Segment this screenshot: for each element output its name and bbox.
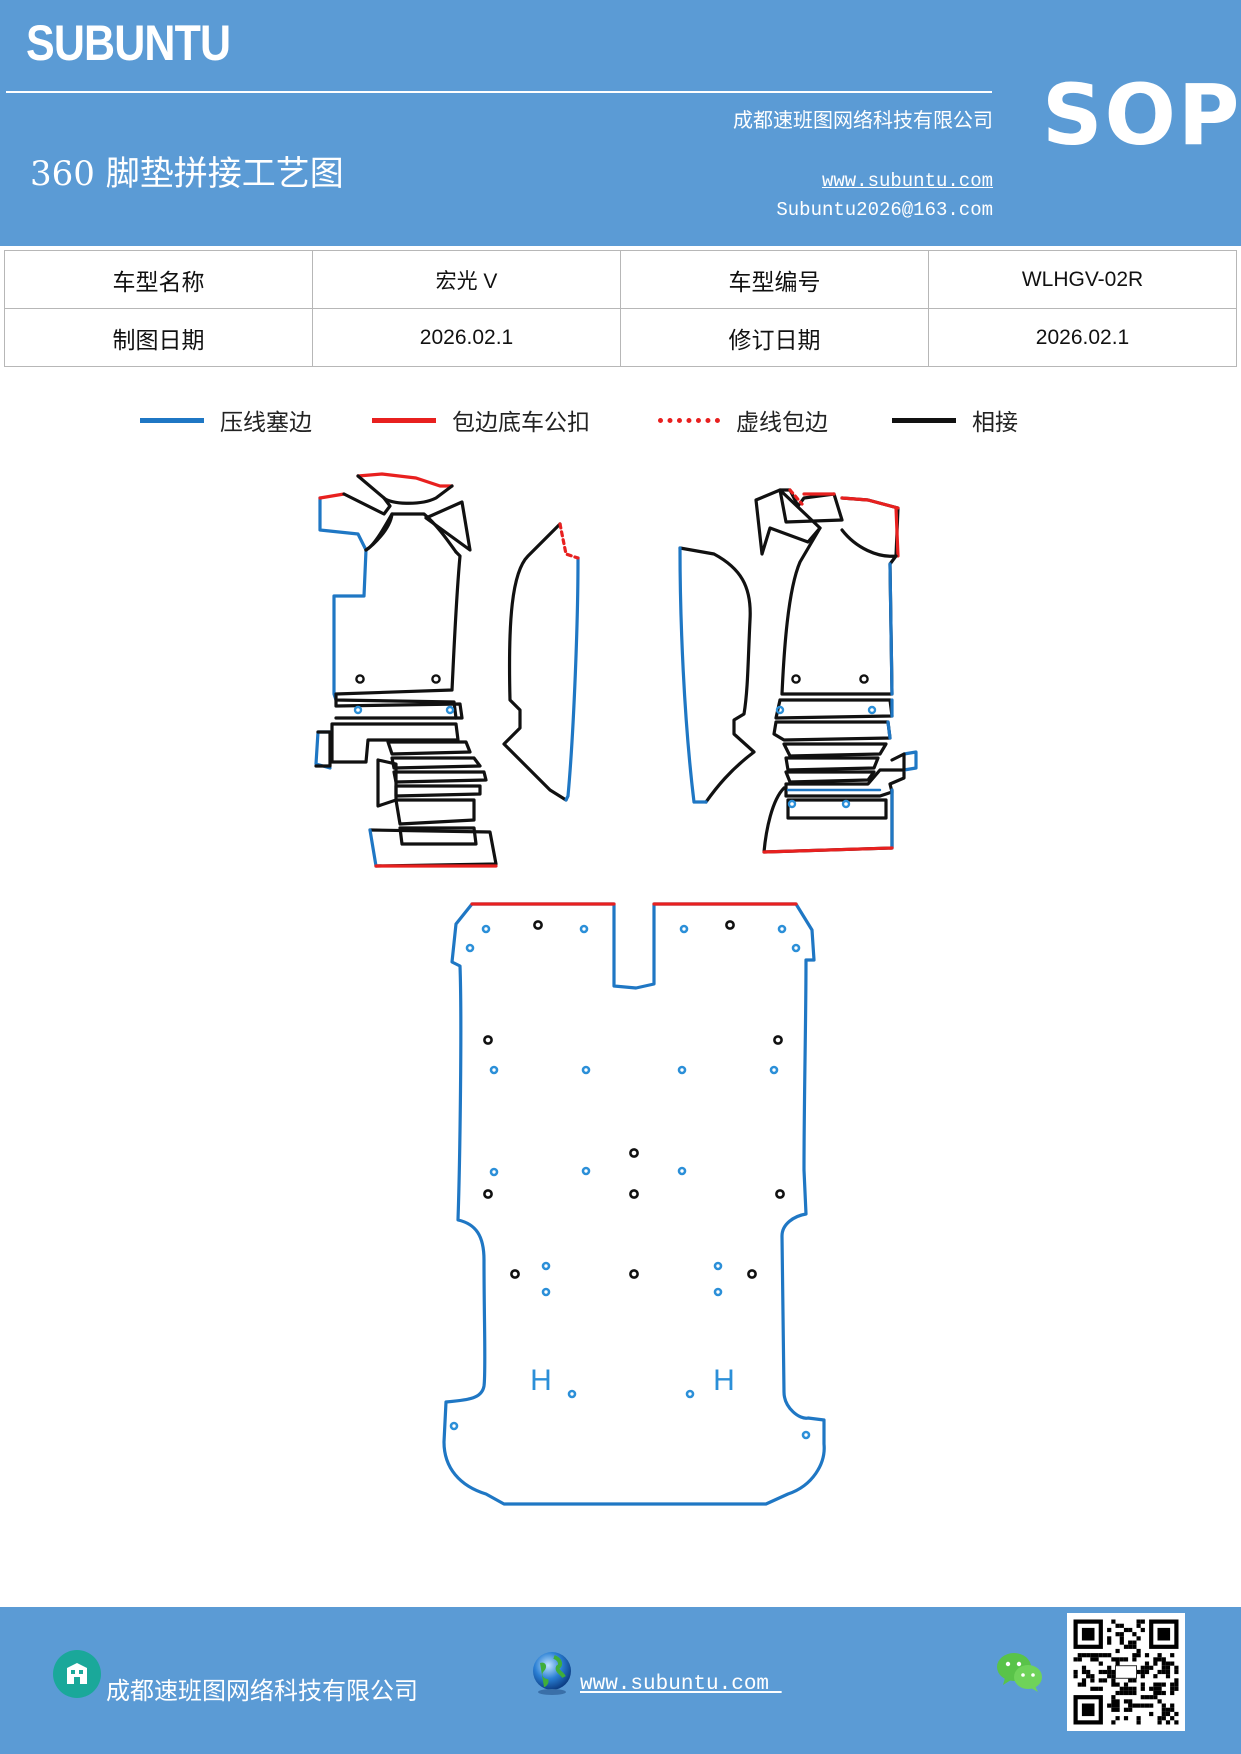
legend-item: 压线塞边 (140, 400, 312, 440)
page-title: 360 脚垫拼接工艺图 (30, 154, 344, 194)
legend-item: 包边底车公扣 (372, 400, 590, 440)
left-mat-red-top2 (356, 472, 454, 488)
legend-swatch (892, 417, 956, 423)
globe-icon (528, 1649, 576, 1697)
qr-code (1067, 1613, 1185, 1731)
sop-badge: SOP (1042, 66, 1241, 164)
header-company-name: 成都速班图网络科技有限公司 (733, 108, 993, 132)
left-mat-seam (342, 474, 392, 516)
legend-label: 包边底车公扣 (452, 410, 590, 436)
info-value-cell: 宏光 V (312, 250, 621, 309)
info-label-cell: 修订日期 (620, 308, 929, 367)
rear-floor-mat (442, 902, 826, 1506)
legend-label: 相接 (972, 410, 1018, 436)
legend-swatch (372, 417, 436, 423)
footer-website-link[interactable]: www.subuntu.com (580, 1673, 782, 1696)
footer-company-name: 成都速班图网络科技有限公司 (106, 1677, 418, 1705)
rear-mat-outline (442, 902, 826, 1506)
legend-label: 虚线包边 (736, 410, 828, 436)
header-banner: SUBUNTU 成都速班图网络科技有限公司 360 脚垫拼接工艺图 www.su… (0, 0, 1241, 246)
footer-banner: 成都速班图网络科技有限公司 www.subuntu.com (0, 1607, 1241, 1754)
header-website-link[interactable]: www.subuntu.com (821, 170, 993, 192)
h-mark-right: H (713, 1364, 735, 1397)
legend-label: 压线塞边 (220, 410, 312, 436)
info-label-cell: 车型编号 (620, 250, 929, 309)
legend-swatch (140, 417, 204, 423)
legend-swatch (658, 417, 720, 423)
info-value-cell: 2026.02.1 (928, 308, 1237, 367)
left-mat-red-top (318, 492, 346, 500)
left-front-mat (314, 472, 498, 868)
left-side-strip (502, 522, 580, 802)
info-label-cell: 制图日期 (4, 308, 313, 367)
info-value-cell: WLHGV-02R (928, 250, 1237, 309)
header-email: Subuntu2026@163.com (776, 199, 993, 221)
right-front-mat (754, 488, 918, 854)
info-label-cell: 车型名称 (4, 250, 313, 309)
line-legend: 压线塞边 包边底车公扣 虚线包边 相接 (0, 400, 1241, 440)
brand-logo: SUBUNTU (26, 15, 231, 71)
legend-item: 相接 (892, 400, 1018, 440)
info-value-cell: 2026.02.1 (312, 308, 621, 367)
right-side-strip (678, 546, 756, 804)
wechat-icon[interactable] (995, 1651, 1045, 1693)
h-mark-left: H (530, 1364, 552, 1397)
building-icon (53, 1650, 101, 1698)
left-mat-pressed-edge (318, 496, 368, 702)
header-divider (6, 91, 992, 93)
legend-item: 虚线包边 (658, 400, 828, 440)
